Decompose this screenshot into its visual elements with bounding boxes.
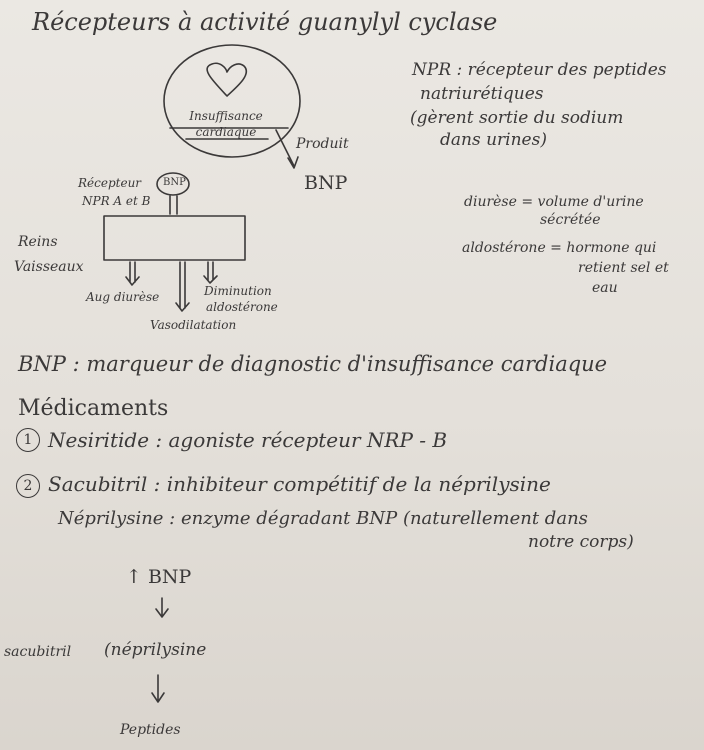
- bnp-label: BNP: [304, 172, 348, 194]
- diurese-note-1: diurèse = volume d'urine: [464, 194, 644, 210]
- diminution-label-1: Diminution: [204, 284, 272, 298]
- bnp-marker-line: BNP : marqueur de diagnostic d'insuffisa…: [18, 352, 608, 376]
- item2-text: Sacubitril : inhibiteur compétitif de la…: [48, 472, 551, 496]
- arrow-diminution: [203, 261, 218, 284]
- cell-box: [103, 215, 246, 261]
- npr-note-4: dans urines): [440, 130, 547, 150]
- flow-neprilysine: (néprilysine: [104, 640, 207, 660]
- medicaments-heading: Médicaments: [18, 396, 169, 421]
- npr-note-3: (gèrent sortie du sodium: [410, 108, 624, 128]
- item1-number: 1: [16, 428, 40, 452]
- flow-arrow-2: [151, 674, 165, 703]
- receptor-bnp-label: BNP: [163, 177, 186, 188]
- item2-number: 2: [16, 474, 40, 498]
- heart-circle: [163, 44, 301, 158]
- neprilysine-line-2: notre corps): [528, 532, 634, 552]
- receptor-label-2: NPR A et B: [82, 194, 151, 208]
- flow-up-bnp: ↑ BNP: [126, 566, 192, 588]
- flow-arrow-1: [155, 597, 169, 618]
- neprilysine-line-1: Néprilysine : enzyme dégradant BNP (natu…: [58, 508, 588, 529]
- heart-label: Insuffisance cardiaque: [189, 109, 263, 139]
- diminution-label-2: aldostérone: [206, 300, 278, 314]
- receptor-label-1: Récepteur: [78, 176, 142, 190]
- item1-text: Nesiritide : agoniste récepteur NRP - B: [48, 428, 448, 452]
- vasodilatation-label: Vasodilatation: [150, 318, 237, 332]
- bnp-receptor-circle: [156, 172, 190, 196]
- heart-icon: [206, 62, 248, 97]
- label-box: [169, 127, 289, 140]
- arrow-aug-diurese: [125, 261, 140, 286]
- diurese-note-2: sécrétée: [540, 212, 601, 228]
- reins-label: Reins: [18, 234, 58, 250]
- flow-peptides: Peptides: [120, 722, 181, 738]
- page-title: Récepteurs à activité guanylyl cyclase: [32, 8, 498, 36]
- aldo-note-2: retient sel et: [578, 260, 669, 276]
- npr-note-2: natriurétiques: [420, 84, 544, 104]
- flow-sacubitril: sacubitril: [4, 644, 72, 660]
- aldo-note-3: eau: [592, 280, 618, 296]
- receptor-stalks: [169, 195, 178, 215]
- vaisseaux-label: Vaisseaux: [14, 259, 84, 275]
- npr-note-1: NPR : récepteur des peptides: [412, 60, 667, 80]
- aug-diurese-label: Aug diurèse: [86, 290, 160, 304]
- produit-arrow: [275, 129, 299, 169]
- aldo-note-1: aldostérone = hormone qui: [462, 240, 657, 256]
- produit-label: Produit: [296, 136, 349, 152]
- arrow-vasodilatation: [175, 261, 190, 312]
